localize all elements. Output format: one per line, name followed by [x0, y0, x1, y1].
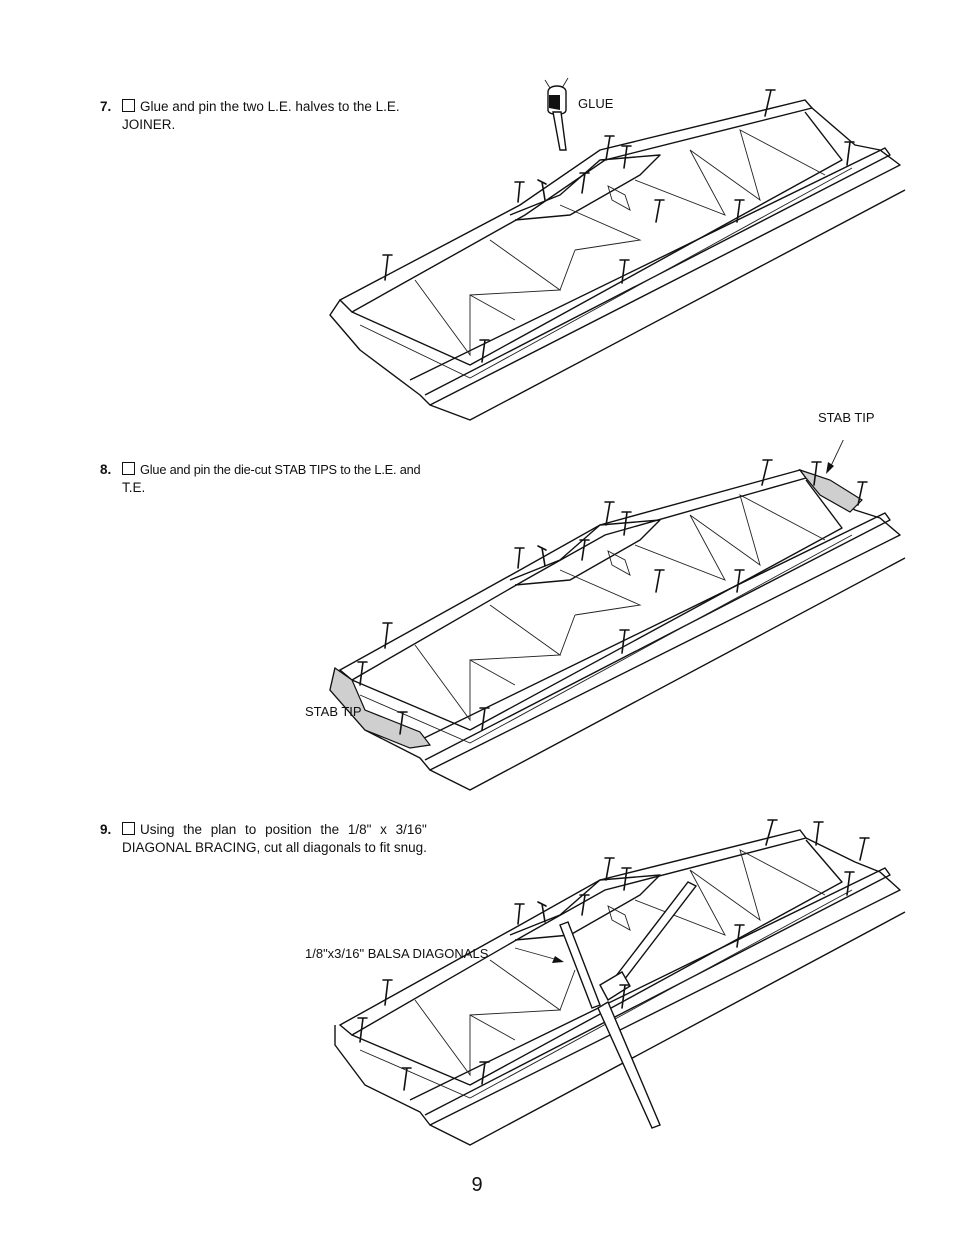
- stab-frame-1: [329, 89, 906, 421]
- step-9-text-line2: DIAGONAL BRACING, cut all diagonals to f…: [122, 840, 427, 855]
- step-8-number: 8.: [100, 462, 112, 477]
- step-7-text-line2: JOINER.: [122, 117, 176, 132]
- step-9: 9. Using the plan to position the 1/8" x …: [100, 821, 480, 857]
- page-number: 9: [471, 1174, 483, 1196]
- callout-stab-tip-top: STAB TIP: [818, 410, 875, 425]
- glue-bottle-icon: [544, 77, 569, 151]
- step-7: 7. Glue and pin the two L.E. halves to th…: [100, 98, 480, 134]
- figure-step-9-diagonal-bracing: [334, 819, 906, 1146]
- figure-step-7-stabilizer-le-glue: [329, 77, 906, 421]
- step-7-text-line1: Glue and pin the two L.E. halves to the …: [140, 99, 400, 114]
- step-7-checkbox[interactable]: [122, 99, 135, 112]
- step-8: 8. Glue and pin the die-cut STAB TIPS to …: [100, 461, 480, 497]
- step-9-text-line1: Using the plan to position the 1/8" x 3/…: [140, 822, 427, 837]
- callout-balsa-diagonals: 1/8"x3/16" BALSA DIAGONALS: [305, 946, 489, 961]
- callout-stab-tip-left: STAB TIP: [305, 704, 362, 719]
- step-8-text-line2: T.E.: [122, 480, 146, 495]
- callout-glue: GLUE: [578, 96, 614, 111]
- step-9-number: 9.: [100, 822, 112, 837]
- stab-frame-2: [329, 440, 906, 791]
- step-9-checkbox[interactable]: [122, 822, 135, 835]
- step-7-number: 7.: [100, 99, 112, 114]
- step-8-checkbox[interactable]: [122, 462, 135, 475]
- figure-step-8-stab-tips: [329, 440, 906, 791]
- stab-frame-3: [334, 819, 906, 1146]
- step-8-text-line1: Glue and pin the die-cut STAB TIPS to th…: [140, 462, 421, 477]
